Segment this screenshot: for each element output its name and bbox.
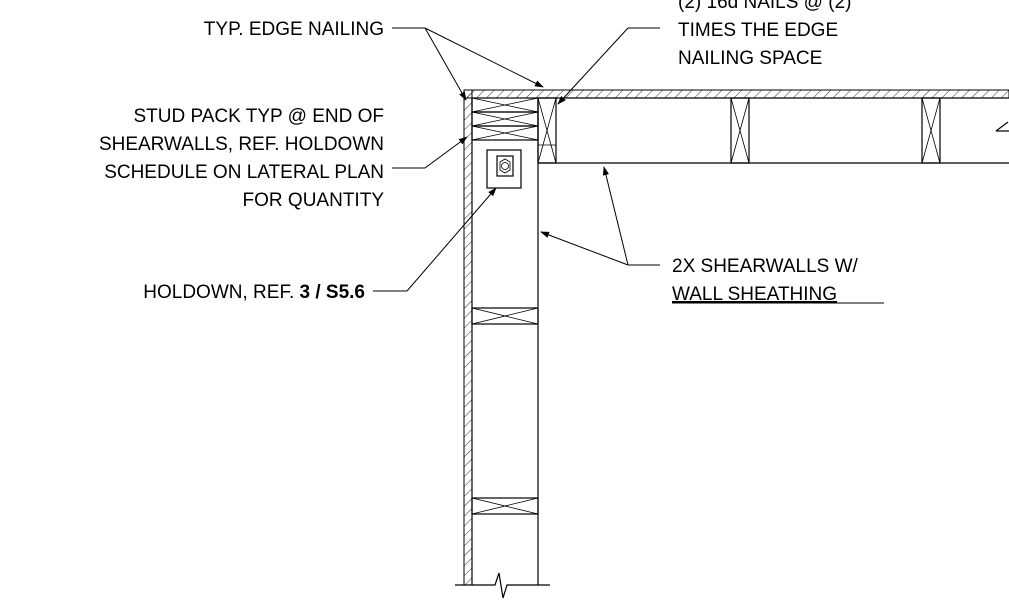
note-stud-pack-line-1: STUD PACK TYP @ END OF	[134, 106, 385, 127]
note-nails-line-1: (2) 16d NAILS @ (2)	[678, 0, 851, 13]
horizontal-shearwall	[537, 97, 1009, 164]
note-shearwalls: 2X SHEARWALLS W/ WALL SHEATHING	[672, 256, 884, 305]
leader-edge-nailing	[392, 27, 544, 101]
stud-pack	[471, 97, 539, 141]
note-stud-pack-line-3: SCHEDULE ON LATERAL PLAN	[104, 162, 384, 183]
note-nails: (2) 16d NAILS @ (2) TIMES THE EDGE NAILI…	[678, 0, 851, 69]
vertical-shearwall	[455, 97, 550, 599]
note-stud-pack-line-4: FOR QUANTITY	[243, 190, 385, 211]
leader-nails	[557, 27, 660, 105]
wall-sheathing	[463, 89, 1009, 586]
note-shearwalls-line-2: WALL SHEATHING	[672, 284, 837, 305]
note-edge-nailing: TYP. EDGE NAILING	[204, 19, 384, 40]
holdown-device	[486, 149, 522, 189]
note-holdown: HOLDOWN, REF. 3 / S5.6	[143, 282, 365, 303]
note-stud-pack: STUD PACK TYP @ END OF SHEARWALLS, REF. …	[99, 106, 384, 211]
wall-blocking	[471, 307, 539, 515]
break-line	[455, 572, 550, 599]
note-holdown-prefix: HOLDOWN, REF.	[143, 282, 299, 303]
leader-stud-pack	[392, 136, 468, 169]
note-nails-line-3: NAILING SPACE	[678, 48, 822, 69]
note-stud-pack-line-2: SHEARWALLS, REF. HOLDOWN	[99, 134, 384, 155]
note-holdown-ref: 3 / S5.6	[300, 282, 366, 303]
note-shearwalls-line-1: 2X SHEARWALLS W/	[672, 256, 859, 277]
note-nails-line-2: TIMES THE EDGE	[678, 20, 838, 41]
leader-holdown	[373, 187, 497, 292]
leader-shearwalls	[540, 166, 660, 266]
